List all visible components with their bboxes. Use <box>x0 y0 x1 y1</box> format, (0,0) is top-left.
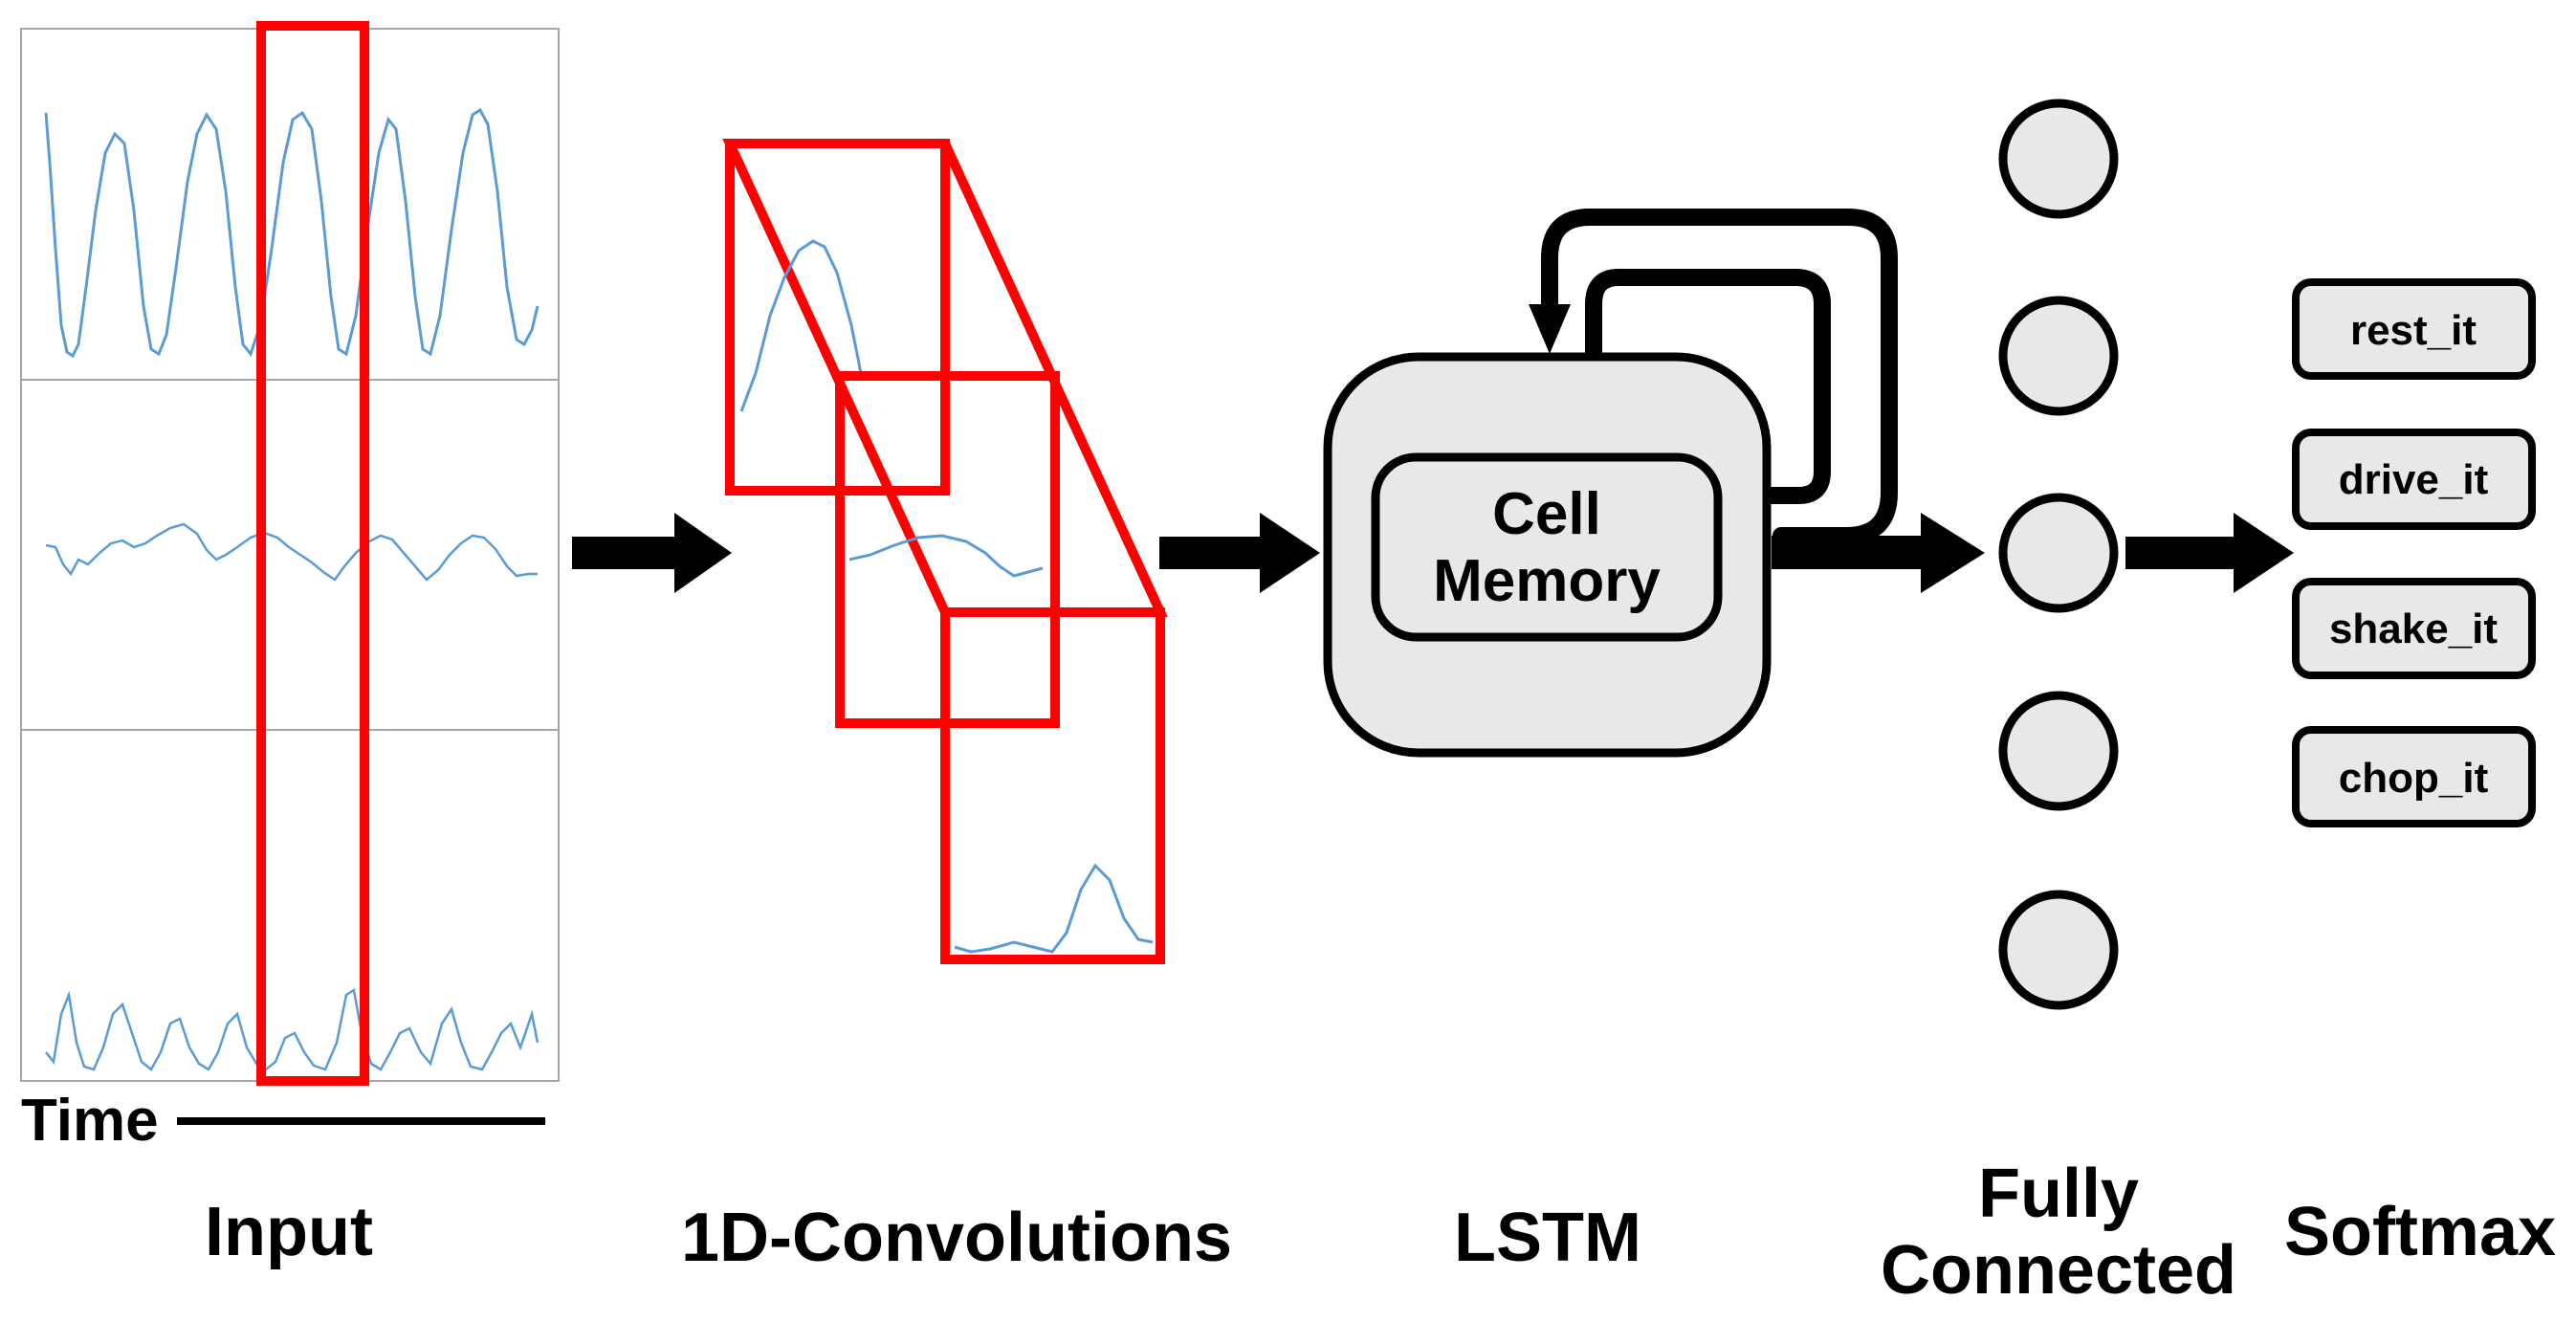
conv-filter-3 <box>940 607 1165 964</box>
output-class-box <box>2292 429 2536 530</box>
cell-memory-line1: Cell <box>1492 481 1601 547</box>
conv-filter-1-signal <box>739 239 863 412</box>
fc-neuron <box>1998 296 2119 416</box>
input-frame <box>20 28 560 1082</box>
arrow-input-to-conv <box>572 513 732 593</box>
time-label: Time <box>21 1088 159 1154</box>
arrow-fc-to-softmax <box>2125 513 2294 593</box>
fully-connected-layer <box>1998 99 2119 1010</box>
cell-memory-line2: Memory <box>1433 548 1661 614</box>
output-class-label: shake_it <box>2329 606 2498 652</box>
output-class-label: rest_it <box>2350 307 2477 354</box>
output-class-box <box>2292 726 2536 827</box>
conv-blocks <box>722 139 1168 964</box>
softmax-outputs: rest_it drive_it shake_it chop_it <box>2292 278 2536 827</box>
output-class-box <box>2292 278 2536 380</box>
output-class-label: drive_it <box>2339 456 2489 503</box>
lstm-block: Cell Memory <box>1323 209 1898 758</box>
lstm-recurrent-loop-inner <box>1585 269 1831 504</box>
arrow-lstm-to-fc <box>1772 513 1985 593</box>
stage-label-input: Input <box>205 1194 373 1270</box>
input-signal-3 <box>45 987 539 1071</box>
stage-label-conv: 1D-Convolutions <box>681 1200 1232 1276</box>
conv-filter-2-signal <box>848 534 1044 578</box>
input-panel <box>20 21 560 1086</box>
stage-label-lstm: LSTM <box>1454 1200 1641 1276</box>
conv-filter-3-signal <box>954 863 1154 954</box>
fc-neuron <box>1998 691 2119 811</box>
output-class-label: chop_it <box>2339 755 2489 802</box>
lstm-recurrent-loop-outer <box>1541 209 1898 544</box>
cell-memory-box <box>1371 452 1723 642</box>
stage-label-fc-line1: Fully <box>1978 1156 2139 1232</box>
arrow-conv-to-lstm <box>1159 513 1320 593</box>
fc-neuron <box>1998 99 2119 219</box>
fc-neuron <box>1998 493 2119 613</box>
input-window-highlight <box>256 21 369 1086</box>
stage-label-softmax: Softmax <box>2284 1194 2556 1270</box>
stage-label-fc-line2: Connected <box>1881 1232 2236 1309</box>
input-signal-2 <box>45 522 538 582</box>
lstm-loop-outer-arrowhead <box>1529 304 1571 354</box>
output-class-box <box>2292 578 2536 679</box>
fc-neuron <box>1998 890 2119 1010</box>
input-signal-1 <box>44 107 539 359</box>
